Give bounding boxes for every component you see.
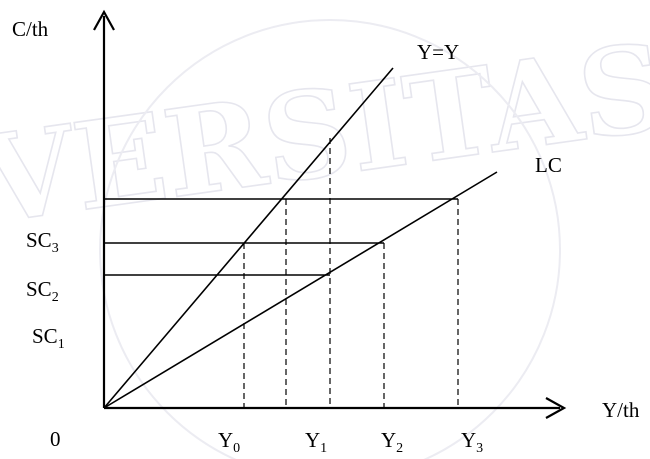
x-axis-arrowhead [545,397,567,419]
watermark: VERSITAS [0,15,650,459]
axes [93,9,567,419]
lc-line-label: LC [535,153,562,177]
watermark-ring [99,19,561,459]
y-axis-arrowhead [93,9,115,31]
y-tick-sc1: SC1 [32,324,65,352]
income-line-label: Y=Y [417,40,459,64]
y-tick-sc3: SC3 [26,228,59,256]
y-tick-sc2: SC2 [26,277,59,305]
origin-label: 0 [50,427,61,451]
income-line-y-equals-y [103,67,394,409]
x-tick-y2: Y2 [381,428,403,456]
x-tick-y0: Y0 [218,428,240,456]
y-axis-label: C/th [12,17,49,41]
watermark-text: VERSITAS [0,16,650,252]
lc-line [103,171,498,409]
x-tick-y1: Y1 [305,428,327,456]
x-tick-y3: Y3 [461,428,483,456]
x-axis-label: Y/th [602,398,640,422]
